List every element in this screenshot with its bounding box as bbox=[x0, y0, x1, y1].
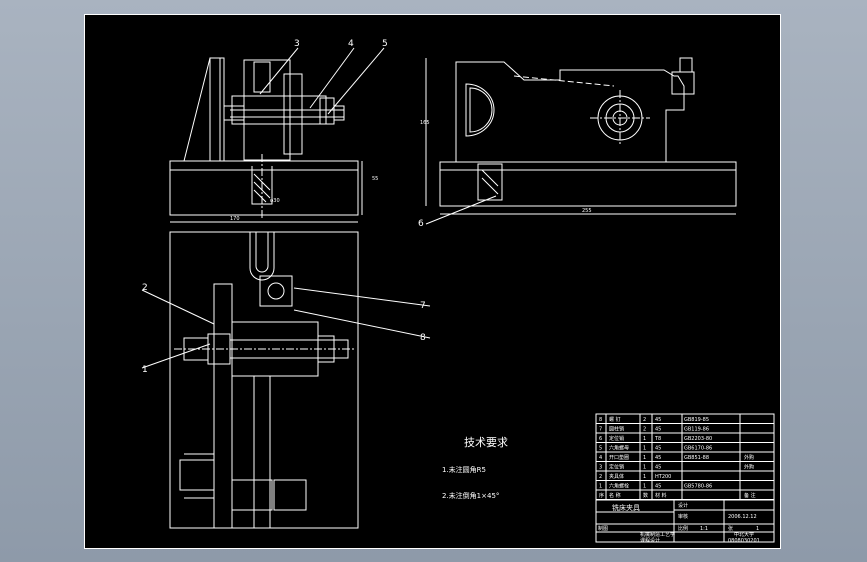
dim-side-length: 255 bbox=[582, 208, 592, 214]
title-block-checker-label: 审核 bbox=[678, 513, 688, 520]
bom-cell-mat: 45 bbox=[655, 484, 661, 490]
bom-cell-std: GB851-88 bbox=[684, 455, 709, 461]
bom-cell-name: 开口垫圈 bbox=[609, 454, 629, 461]
title-block-code: 0808030201 bbox=[728, 538, 760, 544]
bom-cell-name: 夹具体 bbox=[609, 473, 624, 480]
bom-cell-std: GB119-86 bbox=[684, 427, 709, 433]
bom-cell-std: GB6170-86 bbox=[684, 446, 712, 452]
bom-cell-name: 定位销 bbox=[609, 464, 624, 471]
bom-cell-no: 5 bbox=[599, 446, 602, 452]
bom-header-mat: 材 料 bbox=[655, 492, 667, 499]
bom-cell-std: GB5780-86 bbox=[684, 484, 712, 490]
title-block-date: 2006.12.12 bbox=[728, 514, 757, 520]
bom-cell-no: 4 bbox=[599, 455, 602, 461]
bom-header-qty: 数 bbox=[643, 492, 648, 499]
bom-cell-name: 六角螺母 bbox=[609, 445, 629, 452]
top-view bbox=[169, 231, 359, 529]
bom-cell-mat: T8 bbox=[654, 436, 661, 442]
sheet-border bbox=[84, 14, 781, 549]
title-block-name: 铣床夹具 bbox=[612, 503, 640, 512]
bom-cell-mat: 45 bbox=[655, 446, 661, 452]
title-block-school: 中北大学 bbox=[734, 531, 754, 538]
balloon-3: 3 bbox=[294, 39, 300, 49]
bom-cell-no: 1 bbox=[599, 484, 602, 490]
tech-note-2: 2.未注倒角1×45° bbox=[442, 491, 499, 500]
title-block-course: 机械制造工艺学 bbox=[640, 531, 675, 538]
bom-cell-qty: 1 bbox=[643, 484, 646, 490]
title-block-scale-label: 比例 bbox=[678, 525, 688, 532]
bom-cell-no: 7 bbox=[599, 427, 602, 433]
title-block-design: 课程设计 bbox=[640, 537, 660, 544]
bom-cell-qty: 1 bbox=[643, 455, 646, 461]
balloon-4: 4 bbox=[348, 39, 354, 49]
dim-front-width: 170 bbox=[230, 216, 240, 222]
balloon-7: 7 bbox=[420, 301, 426, 311]
leader-lines bbox=[141, 47, 736, 369]
balloon-8: 8 bbox=[420, 333, 426, 343]
bom-cell-no: 8 bbox=[599, 417, 602, 423]
bom-cell-std: GB819-85 bbox=[684, 417, 709, 423]
bom-cell-note: 外购 bbox=[744, 464, 754, 471]
bom-header-name: 名 称 bbox=[609, 492, 621, 499]
front-view bbox=[169, 57, 359, 220]
balloon-1: 1 bbox=[142, 365, 148, 375]
title-block-drawn-label: 制图 bbox=[598, 525, 608, 532]
dim-side-height: 165 bbox=[420, 120, 430, 126]
bom-cell-mat: 45 bbox=[655, 465, 661, 471]
balloon-2: 2 bbox=[142, 283, 148, 293]
balloon-5: 5 bbox=[382, 39, 388, 49]
bom-cell-name: 六角螺栓 bbox=[609, 483, 629, 490]
assembly-drawing: 3 4 5 6 2 1 7 8 170 55 φ30 255 165 技术要求 … bbox=[84, 14, 781, 549]
bom-cell-mat: 45 bbox=[655, 455, 661, 461]
title-block-sheet-label: 张 bbox=[728, 525, 733, 532]
bom-cell-name: 螺 钉 bbox=[609, 416, 621, 423]
dim-front-height: 55 bbox=[372, 176, 378, 182]
bom-cell-qty: 1 bbox=[643, 436, 646, 442]
bom-cell-no: 3 bbox=[599, 465, 602, 471]
title-block-sheet: 1 bbox=[756, 526, 759, 532]
bom-cell-qty: 1 bbox=[643, 474, 646, 480]
bom-cell-no: 2 bbox=[599, 474, 602, 480]
balloon-6: 6 bbox=[418, 219, 424, 229]
bom-cell-qty: 1 bbox=[643, 465, 646, 471]
bom-cell-note: 外购 bbox=[744, 454, 754, 461]
bom-cell-qty: 2 bbox=[643, 417, 646, 423]
bom-header-no: 序 bbox=[599, 492, 604, 499]
bom-cell-name: 圆柱销 bbox=[609, 426, 624, 433]
bom-cell-mat: 45 bbox=[655, 427, 661, 433]
bom-cell-qty: 1 bbox=[643, 446, 646, 452]
bom-cell-std: GB2203-80 bbox=[684, 436, 712, 442]
bom-cell-name: 定位销 bbox=[609, 435, 624, 442]
side-view bbox=[439, 57, 737, 207]
bom-cell-mat: HT200 bbox=[655, 474, 671, 480]
dim-hole-dia: φ30 bbox=[270, 198, 280, 204]
bom-cell-qty: 2 bbox=[643, 427, 646, 433]
tech-note-1: 1.未注圆角R5 bbox=[442, 465, 486, 474]
drawing-sheet: 3 4 5 6 2 1 7 8 170 55 φ30 255 165 技术要求 … bbox=[84, 14, 781, 549]
title-block-scale: 1:1 bbox=[700, 526, 708, 532]
bom-cell-no: 6 bbox=[599, 436, 602, 442]
tech-title: 技术要求 bbox=[464, 436, 508, 449]
title-block-designer-label: 设计 bbox=[678, 502, 688, 509]
bom-cell-mat: 45 bbox=[655, 417, 661, 423]
bom-header-note: 备 注 bbox=[744, 492, 756, 499]
